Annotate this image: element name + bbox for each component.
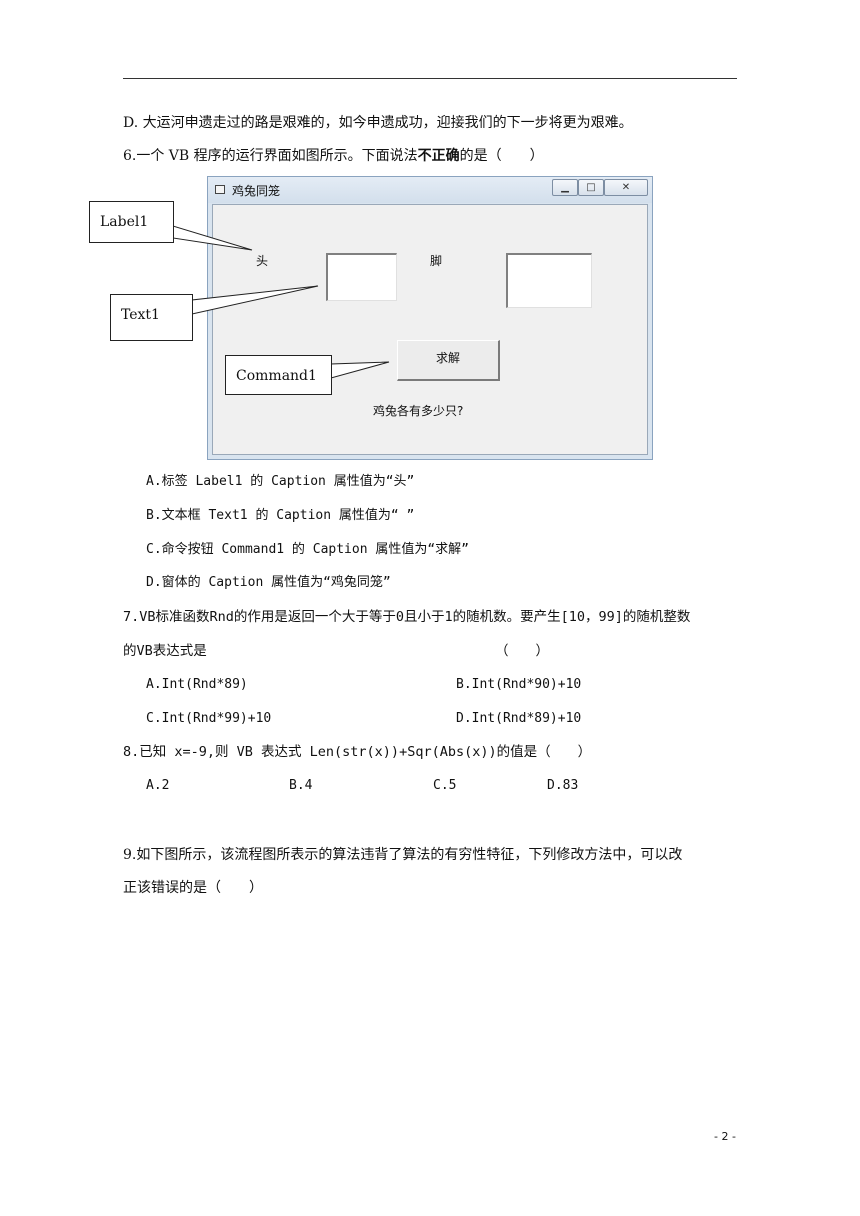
callout-label1-text: Label1 [100,214,149,230]
text-head[interactable] [326,253,397,301]
close-icon: ✕ [621,182,631,193]
q9-stem-line2: 正该错误的是（ ） [123,880,263,896]
q6-stem-suffix: 的是（ ） [459,148,544,164]
q6-option-b: B.文本框 Text1 的 Caption 属性值为“ ” [146,508,415,523]
callout-command1: Command1 [225,355,332,395]
callout-text1-text: Text1 [121,307,160,323]
page-number: - 2 - [714,1130,736,1143]
q6-option-d: D.窗体的 Caption 属性值为“鸡兔同笼” [146,575,391,590]
prompt-label: 鸡兔各有多少只? [373,404,464,418]
q7-option-c: C.Int(Rnd*99)+10 [146,711,272,726]
minimize-icon: ▁ [561,182,569,193]
close-button[interactable]: ✕ [604,179,648,196]
q9-stem-line1: 9.如下图所示，该流程图所表示的算法违背了算法的有穷性特征，下列修改方法中，可以… [123,847,683,863]
callout-label1: Label1 [89,201,174,243]
q7-paren: （ ） [495,643,549,659]
window-icon [215,185,225,194]
callout-text1: Text1 [110,294,193,341]
q8-option-d: D.83 [547,778,579,793]
q8-option-a: A.2 [146,778,170,793]
q6-option-c: C.命令按钮 Command1 的 Caption 属性值为“求解” [146,542,470,557]
label-feet: 脚 [430,254,443,268]
command-solve-button[interactable]: 求解 [397,340,500,381]
q7-option-a: A.Int(Rnd*89) [146,677,248,692]
q7-stem-line1: 7.VB标准函数Rnd的作用是返回一个大于等于0且小于1的随机数。要产生[10，… [123,609,691,625]
vb-form-client: 头 脚 求解 鸡兔各有多少只? [212,204,648,455]
q6-option-a: A.标签 Label1 的 Caption 属性值为“头” [146,474,415,489]
vb-window-title: 鸡兔同笼 [232,184,281,198]
q7-stem-line2: 的VB表达式是 [123,643,207,659]
vb-window: 鸡兔同笼 ▁ □ ✕ 头 脚 求解 鸡兔各有多少只? [207,176,653,460]
q7-option-d: D.Int(Rnd*89)+10 [456,711,582,726]
q8-stem: 8.已知 x=-9,则 VB 表达式 Len(str(x))+Sqr(Abs(x… [123,744,592,760]
callout-command1-text: Command1 [236,368,317,384]
q6-stem: 6.一个 VB 程序的运行界面如图所示。下面说法不正确的是（ ） [123,146,544,166]
maximize-button[interactable]: □ [578,179,604,196]
label-head: 头 [256,254,269,268]
q6-stem-emphasis: 不正确 [417,148,460,164]
q6-stem-prefix: 6.一个 VB 程序的运行界面如图所示。下面说法 [123,148,418,164]
q7-option-b: B.Int(Rnd*90)+10 [456,677,582,692]
minimize-button[interactable]: ▁ [552,179,578,196]
q5-option-d: D. 大运河申遗走过的路是艰难的，如今申遗成功，迎接我们的下一步将更为艰难。 [123,115,633,131]
text-feet[interactable] [506,253,592,308]
maximize-icon: □ [586,182,596,193]
header-rule [123,78,737,79]
vb-title-bar: 鸡兔同笼 ▁ □ ✕ [208,177,652,203]
q8-option-b: B.4 [289,778,313,793]
q8-option-c: C.5 [433,778,457,793]
